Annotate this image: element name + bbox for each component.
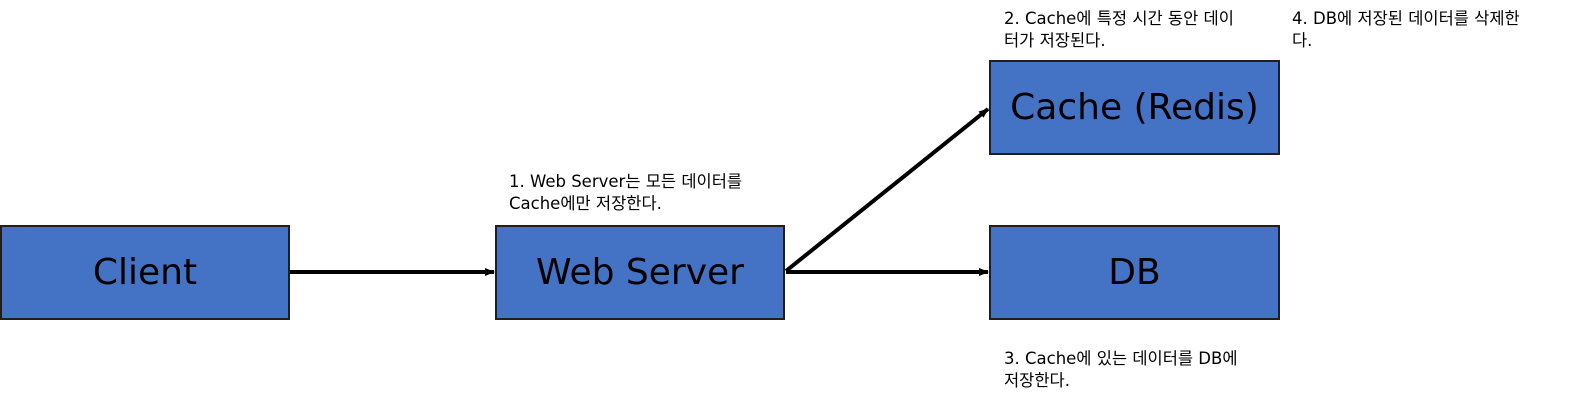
step-1-note: 1. Web Server는 모든 데이터를 Cache에만 저장한다. [509, 171, 742, 215]
cache-node-label: Cache (Redis) [1010, 87, 1259, 128]
step-2-note: 2. Cache에 특정 시간 동안 데이 터가 저장된다. [1004, 8, 1234, 52]
step-3-note: 3. Cache에 있는 데이터를 DB에 저장한다. [1004, 348, 1238, 392]
step-4-note-line-2: 다. [1292, 31, 1313, 50]
step-1-note-line-2: Cache에만 저장한다. [509, 194, 662, 213]
step-3-note-line-2: 저장한다. [1004, 371, 1070, 390]
web-server-node-label: Web Server [536, 252, 744, 293]
step-2-note-line-2: 터가 저장된다. [1004, 31, 1106, 50]
step-4-note-line-1: 4. DB에 저장된 데이터를 삭제한 [1292, 9, 1520, 28]
db-node: DB [989, 225, 1280, 320]
step-3-note-line-1: 3. Cache에 있는 데이터를 DB에 [1004, 349, 1238, 368]
arrow-web-server-to-cache [784, 107, 990, 273]
web-server-node: Web Server [495, 225, 785, 320]
step-2-note-line-1: 2. Cache에 특정 시간 동안 데이 [1004, 9, 1234, 28]
client-node: Client [0, 225, 290, 320]
cache-redis-node: Cache (Redis) [989, 60, 1280, 155]
step-1-note-line-1: 1. Web Server는 모든 데이터를 [509, 172, 743, 191]
client-node-label: Client [92, 252, 198, 293]
db-node-label: DB [1108, 252, 1161, 293]
step-4-note: 4. DB에 저장된 데이터를 삭제한 다. [1292, 8, 1520, 52]
